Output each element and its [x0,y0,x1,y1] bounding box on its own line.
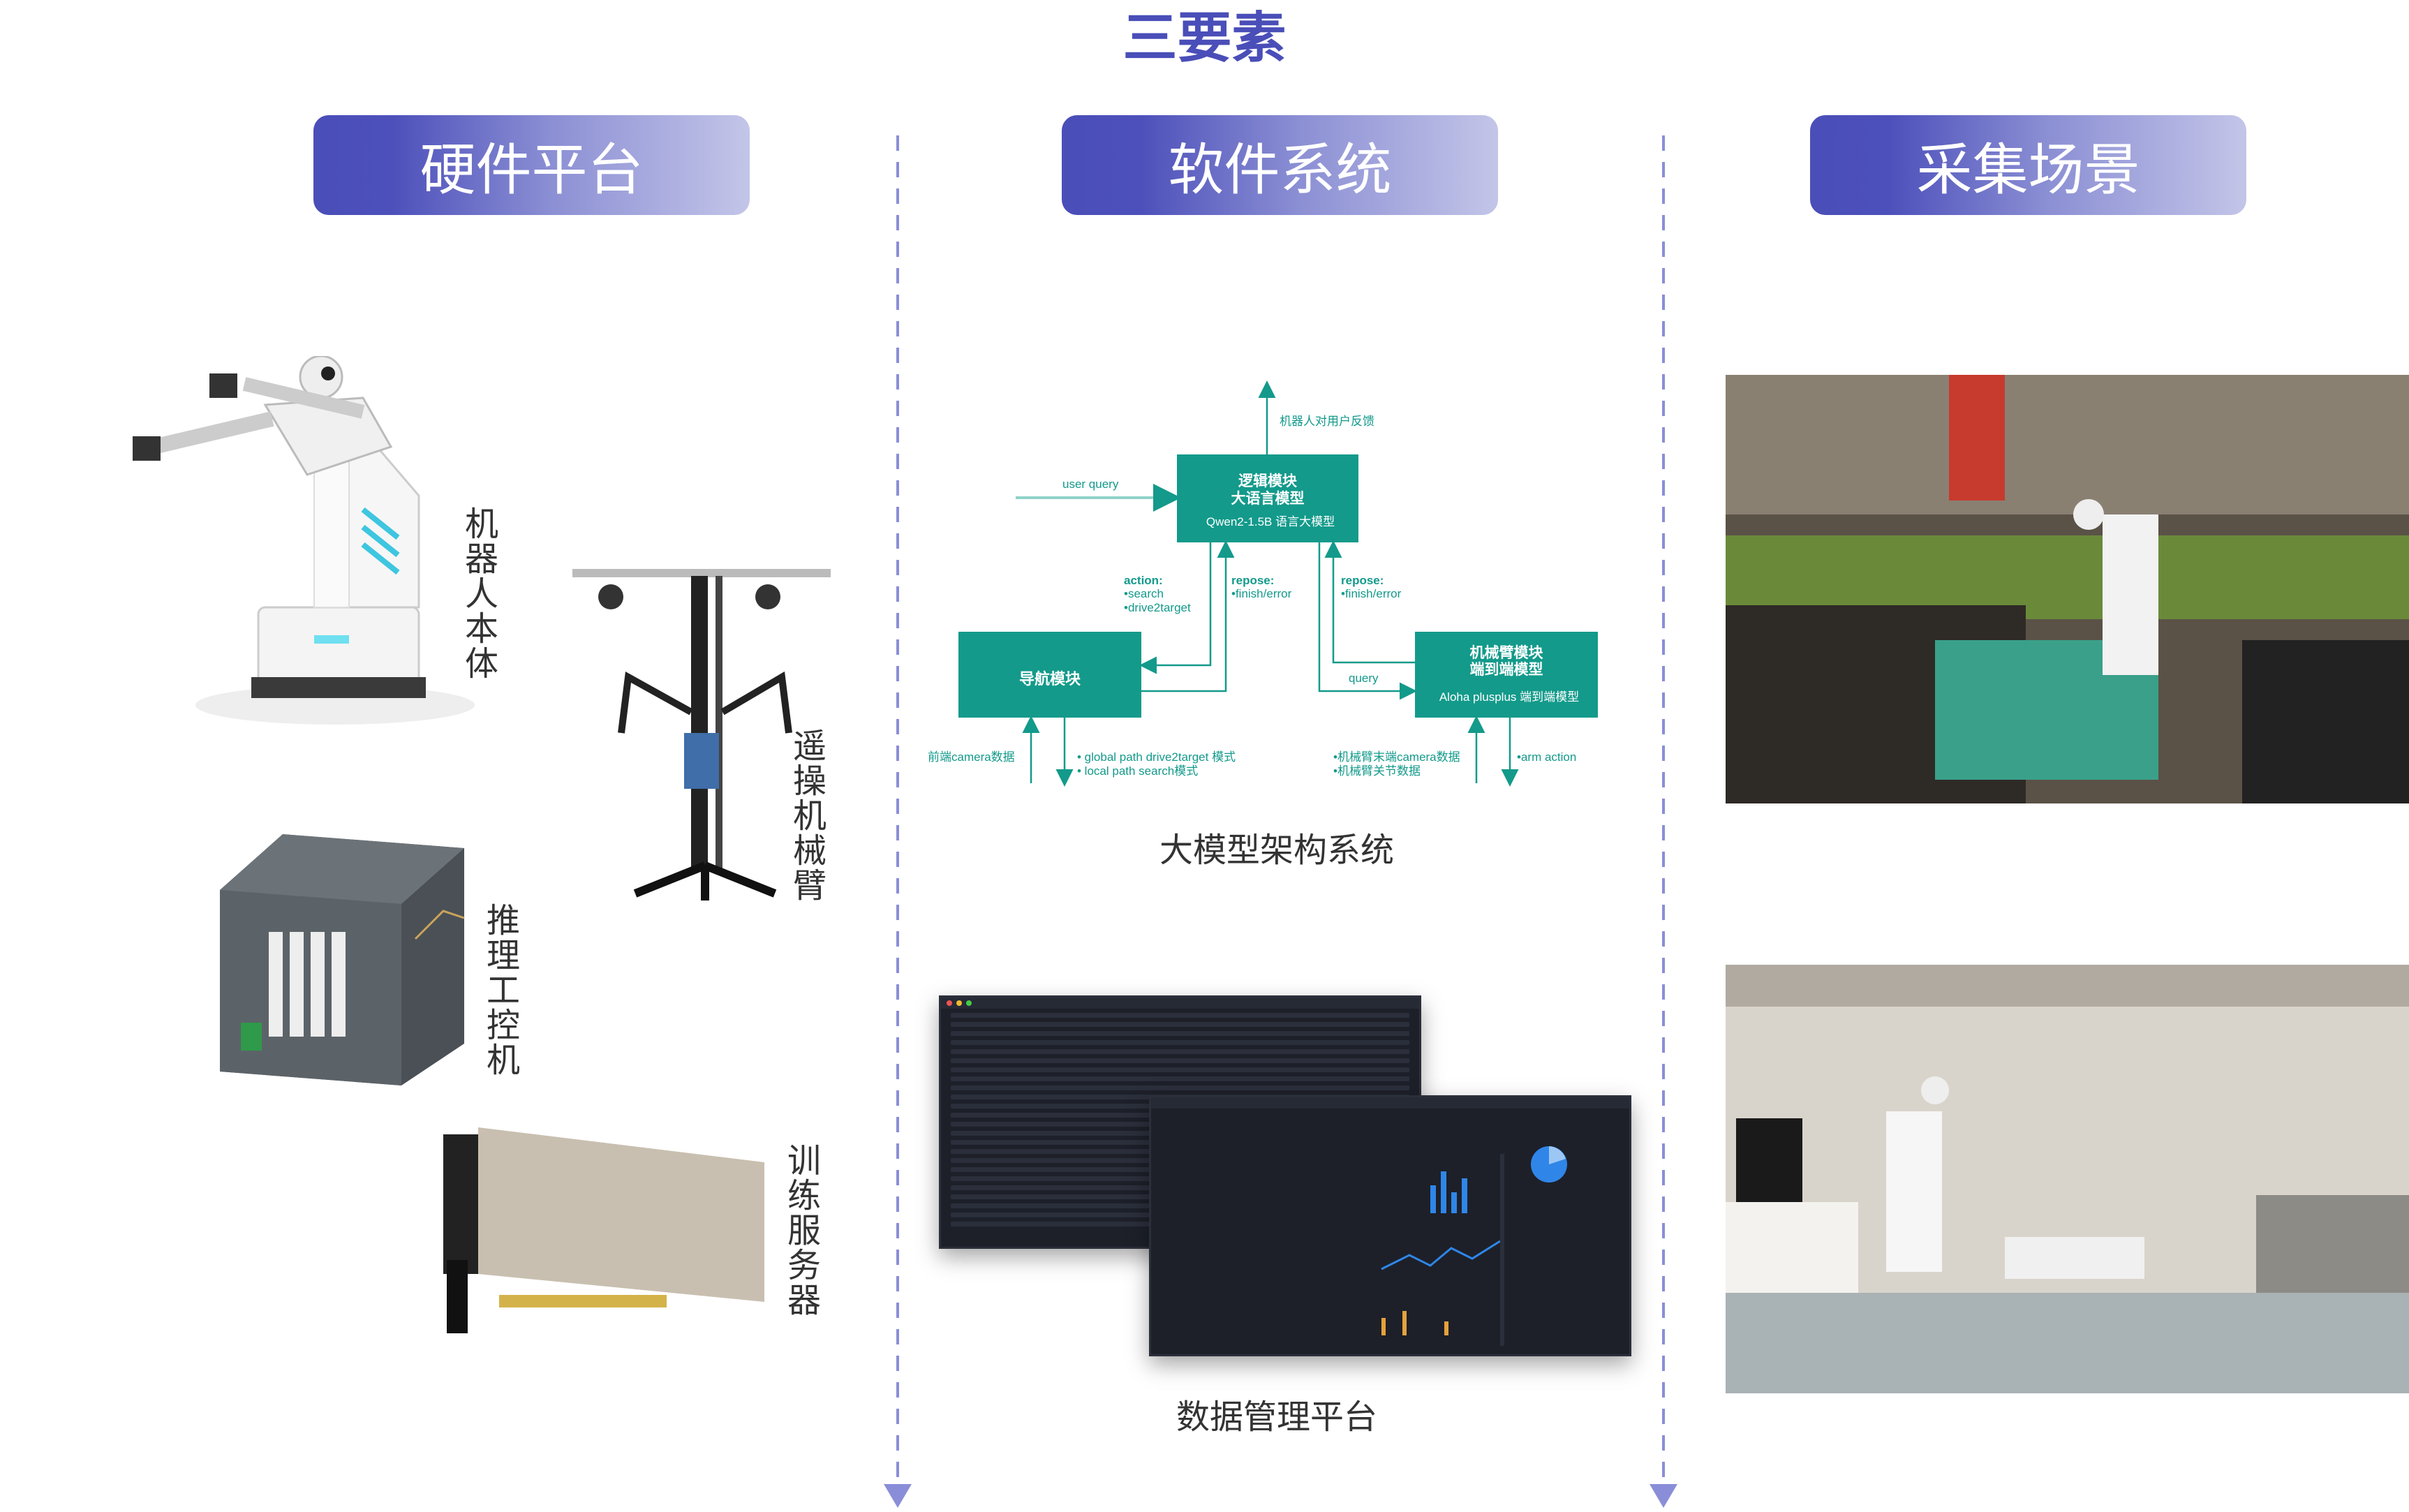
logic-module-box [1177,454,1358,542]
repose-left-arrow [1141,540,1235,692]
query-label: query [1349,672,1379,685]
header-hardware-platform: 硬件平台 [313,115,750,215]
arm-module-box [1415,632,1598,718]
home-living-room-scene-photo [1726,965,2409,1393]
dashboard-row [951,1067,1409,1072]
nav-module-box [958,632,1141,718]
label-inference-ipc: 推理工控机 [480,903,519,1077]
nav-output-label: • global path drive2target 模式 [1077,750,1236,764]
dashboard-row [951,1040,1409,1045]
diagram-caption: 大模型架构系统 [1159,831,1394,870]
query-arrow [1318,542,1417,700]
dashboard-caption: 数据管理平台 [1176,1398,1377,1437]
repose-left-label: repose: [1231,574,1274,587]
action-arrow [1139,542,1212,674]
dashboard-row [951,1085,1409,1090]
feedback-label: 机器人对用户反馈 [1280,415,1374,428]
repose-left-item: •finish/error [1231,587,1292,600]
header-software-system: 软件系统 [1062,115,1498,215]
nav-output-label: • local path search模式 [1077,764,1198,778]
robot-body-image [133,356,475,725]
label-training-server: 训练服务器 [781,1143,820,1317]
header-collection-scenes: 采集场景 [1810,115,2246,215]
arrow-down-icon [884,1484,912,1508]
arm-input-label: •机械臂末端camera数据 [1333,750,1460,764]
arm-output-label: •arm action [1517,750,1576,764]
dashboard-row [951,1049,1409,1054]
user-query-label: user query [1062,477,1119,491]
arm-input-label: •机械臂关节数据 [1333,764,1421,778]
dashboard-row [951,1076,1409,1081]
action-item: •search [1124,587,1164,600]
supermarket-scene-photo [1726,375,2409,803]
repose-right-item: •finish/error [1341,587,1402,600]
logic-subtitle-title: 大语言模型 [1231,490,1305,507]
dashboard-row [951,1058,1409,1063]
nav-title: 导航模块 [1019,670,1081,688]
action-label: action: [1124,574,1163,587]
repose-right-arrow [1324,540,1415,664]
arm-title2: 端到端模型 [1470,661,1543,678]
teleop-arm-image [572,569,831,900]
label-robot-body: 机器人本体 [459,506,498,681]
inference-ipc-image [220,834,465,1085]
arm-model: Aloha plusplus 端到端模型 [1439,690,1579,704]
logic-model: Qwen2-1.5B 语言大模型 [1206,515,1335,528]
dashboard-charts [1381,1146,1567,1349]
repose-right-label: repose: [1341,574,1384,587]
dashboard-row [951,1022,1409,1027]
training-server-gpu-image [443,1127,764,1333]
dashboard-row [951,1031,1409,1036]
logic-title: 逻辑模块 [1238,473,1298,489]
arrow-down-icon [1650,1484,1677,1508]
page-title: 三要素 [1122,7,1287,70]
arm-title: 机械臂模块 [1470,644,1544,661]
label-teleop-arm: 遥操机械臂 [787,728,826,903]
nav-input-label: 前端camera数据 [928,750,1015,764]
dashboard-row [951,1013,1409,1018]
action-item: •drive2target [1124,601,1191,614]
dashboard-screenshot-front [1149,1095,1631,1356]
